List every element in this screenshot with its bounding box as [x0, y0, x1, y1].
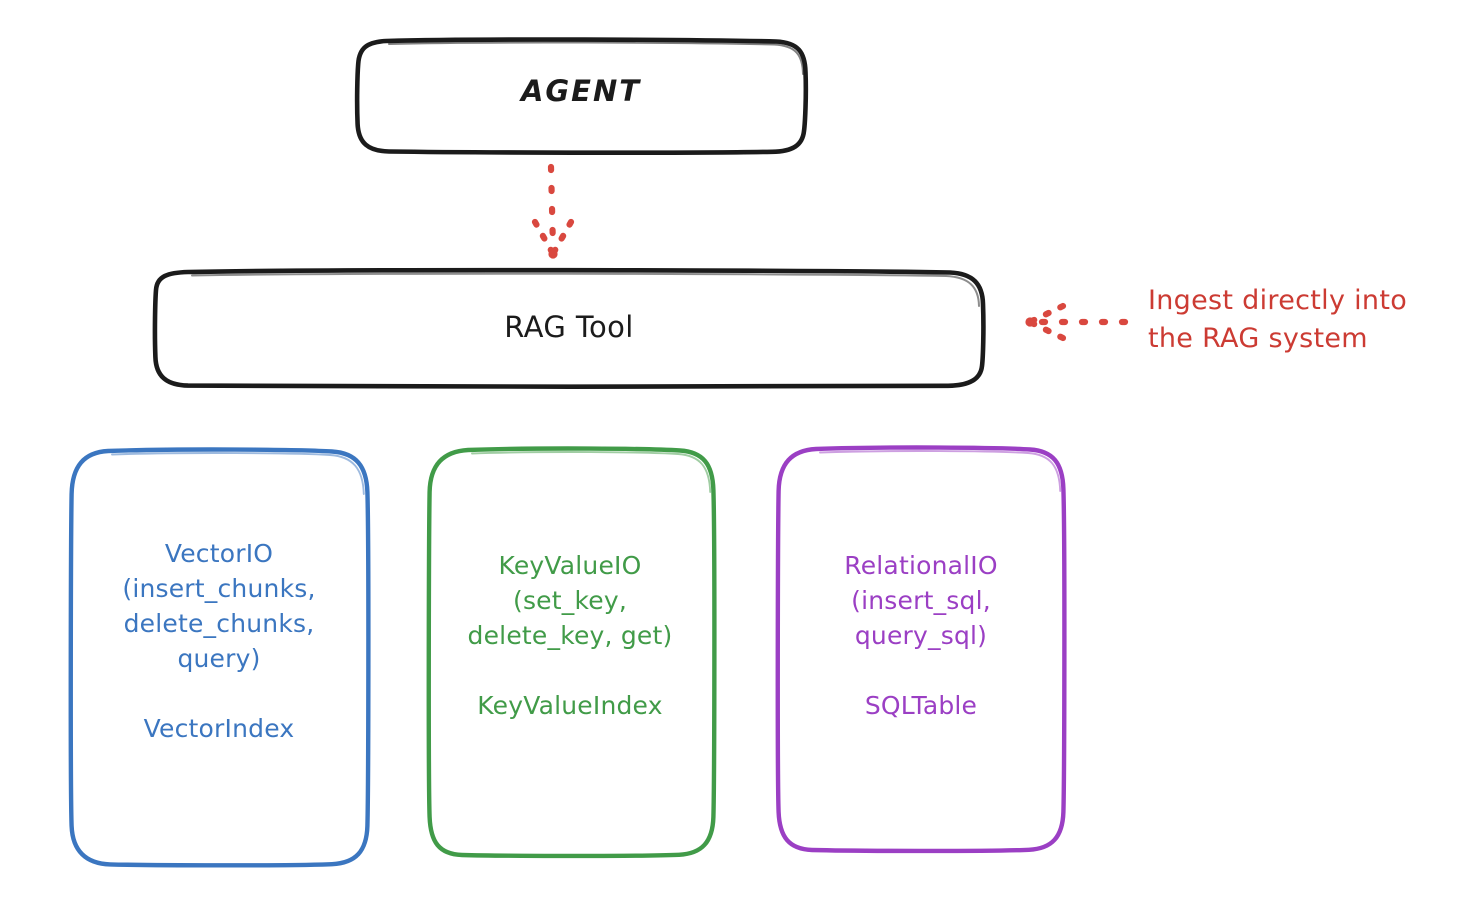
edge-annotation-arrow-bottom — [1028, 319, 1067, 342]
key-value-io-box-outline-sketch — [471, 451, 712, 493]
agent-node[interactable] — [354, 37, 809, 156]
rag-tool-box-outline-sketch — [191, 272, 980, 307]
edge-agent-to-rag-tool — [531, 163, 575, 259]
edge-annotation-arrow-top — [1028, 302, 1067, 325]
relational-io-box-outline-sketch — [819, 450, 1062, 492]
edge-agent-to-rag-tool-arrow-tip — [548, 249, 558, 259]
vector-io-box-outline-sketch — [111, 452, 365, 495]
edge-annotation-to-rag-tool — [1025, 302, 1129, 342]
relational-io-box-outline — [775, 445, 1067, 854]
rag-tool-box-outline — [152, 267, 986, 390]
agent-box-outline — [354, 37, 809, 156]
edge-annotation-arrow-tip — [1025, 317, 1035, 327]
vector-io-label: VectorIO (insert_chunks, delete_chunks, … — [122, 539, 316, 743]
vector-io-box-outline — [68, 447, 371, 868]
relational-io-node[interactable] — [775, 445, 1067, 854]
rag-tool-node[interactable] — [152, 267, 986, 390]
edge-agent-to-rag-tool-arrow-right — [550, 218, 575, 256]
key-value-io-label: KeyValueIO (set_key, delete_key, get) Ke… — [467, 551, 673, 720]
ingest-annotation-label: Ingest directly into the RAG system — [1148, 285, 1408, 355]
agent-box-outline-sketch — [388, 41, 804, 75]
relational-io-label: RelationalIO (insert_sql, query_sql) SQL… — [844, 551, 998, 720]
vector-io-node[interactable] — [68, 447, 371, 868]
edge-agent-to-rag-tool-arrow-left — [531, 218, 556, 256]
key-value-io-box-outline — [426, 446, 717, 859]
key-value-io-node[interactable] — [426, 446, 717, 859]
edge-agent-to-rag-tool-line — [547, 163, 557, 252]
